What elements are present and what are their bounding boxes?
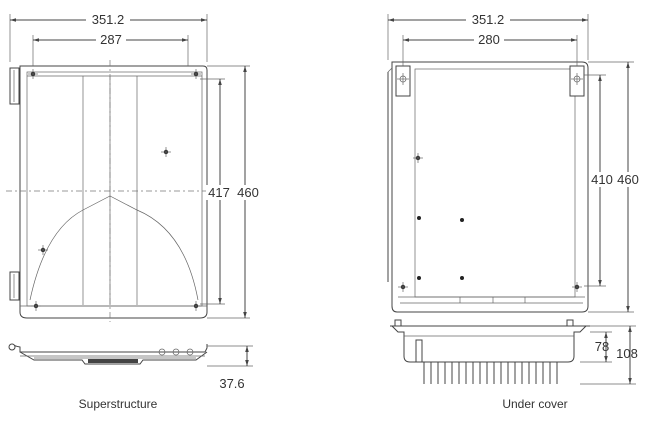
under-cover-caption: Under cover: [502, 397, 567, 411]
dim-overall-height: 460: [617, 172, 639, 187]
dim-hole-spacing-width: 280: [478, 32, 500, 47]
dim-overall-height: 460: [237, 185, 259, 200]
under-cover-profile-dimensions: 78 108: [580, 325, 638, 385]
dim-profile-height: 37.6: [219, 376, 244, 391]
mounting-hole-icon: [460, 218, 464, 222]
mounting-hole-icon: [38, 245, 48, 255]
dim-overall-width: 351.2: [92, 12, 125, 27]
superstructure-profile-dimension: 37.6: [207, 345, 253, 391]
under-cover-dimensions: 351.2 280 410 460: [387, 12, 643, 313]
dim-hole-spacing-width: 287: [100, 32, 122, 47]
under-cover-top-view: [387, 61, 589, 313]
dim-profile-total-height: 108: [616, 346, 638, 361]
cooling-fins: [423, 362, 558, 384]
dim-profile-inner-height: 78: [595, 339, 609, 354]
superstructure-side-profile: [8, 343, 208, 365]
bracket-icon: [569, 65, 585, 97]
mounting-hole-icon: [572, 282, 582, 292]
mounting-hole-icon: [398, 282, 408, 292]
superstructure-top-view: [6, 60, 214, 322]
mounting-hole-icon: [460, 276, 464, 280]
mounting-hole-icon: [417, 216, 421, 220]
dim-overall-width: 351.2: [472, 12, 505, 27]
mounting-hole-icon: [191, 301, 201, 311]
mounting-hole-icon: [28, 69, 38, 79]
mounting-hole-icon: [161, 147, 171, 157]
mounting-hole-icon: [31, 301, 41, 311]
dim-hole-spacing-height: 410: [591, 172, 613, 187]
mounting-hole-icon: [191, 69, 201, 79]
bracket-icon: [395, 65, 411, 97]
superstructure-caption: Superstructure: [79, 397, 158, 411]
dim-hole-spacing-height: 417: [208, 185, 230, 200]
mounting-hole-icon: [417, 276, 421, 280]
superstructure-dimensions: 351.2 287 417 460: [9, 12, 262, 319]
under-cover-side-profile: [390, 319, 590, 384]
mounting-hole-icon: [413, 153, 423, 163]
